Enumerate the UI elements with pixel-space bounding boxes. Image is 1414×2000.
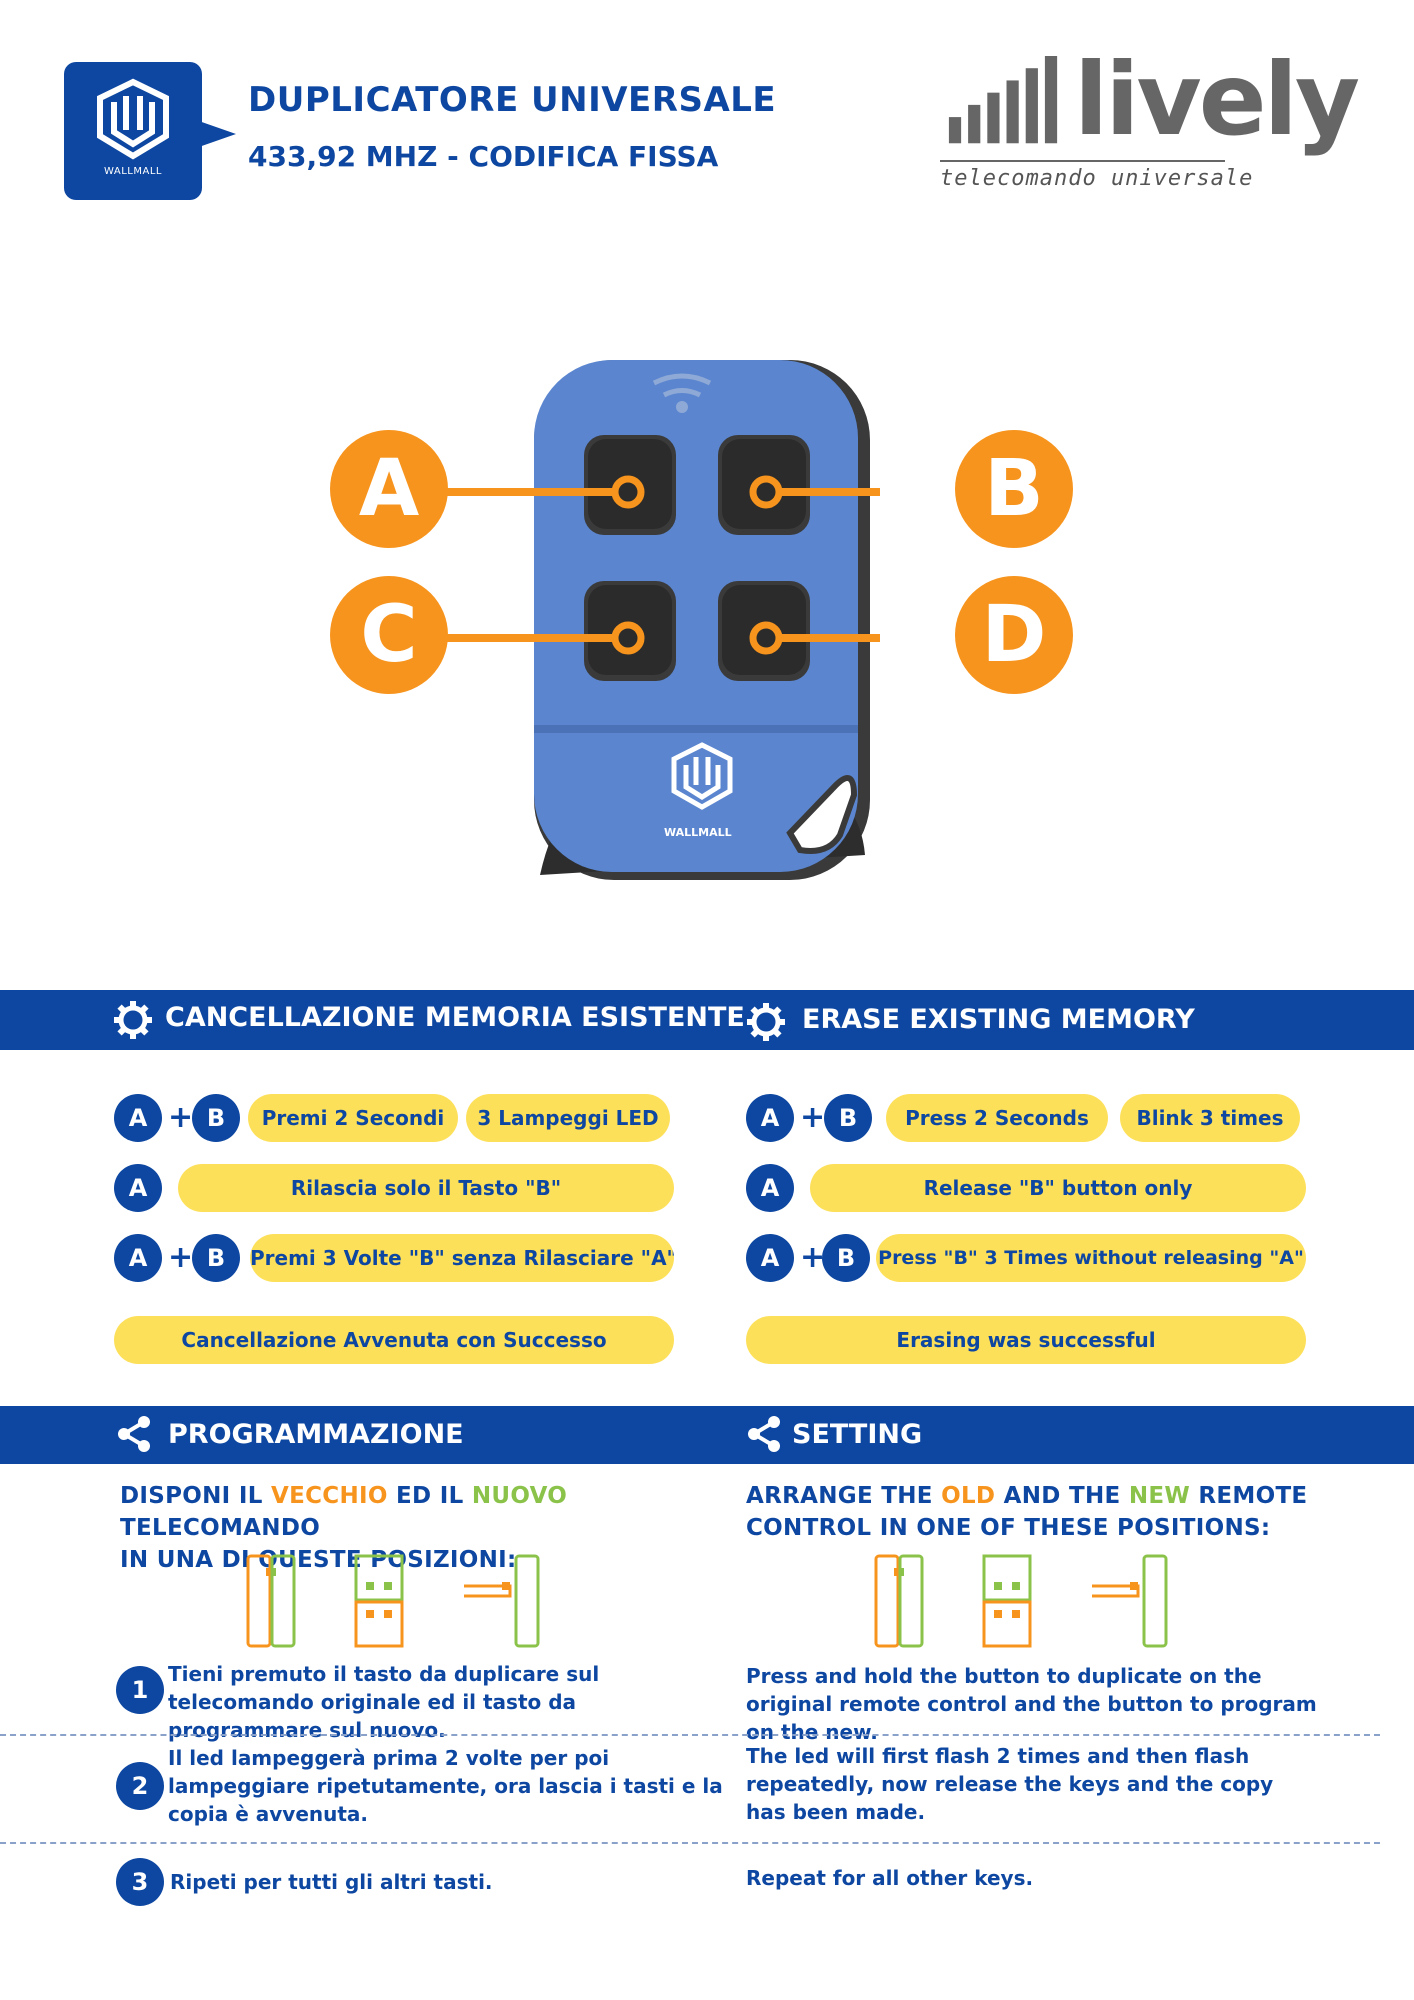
brand-name: WALLMALL bbox=[104, 166, 162, 177]
button-label-a: A bbox=[330, 430, 448, 548]
positions-heading-en: ARRANGE THE OLD AND THE NEW REMOTE CONTR… bbox=[746, 1483, 1308, 1541]
share-icon bbox=[748, 1416, 780, 1452]
instruction-pill: Rilascia solo il Tasto "B" bbox=[178, 1164, 674, 1212]
wallmall-logo: WALLMALL bbox=[64, 62, 202, 200]
key-b: B bbox=[192, 1094, 240, 1142]
step-text-en: Press and hold the button to duplicate o… bbox=[746, 1664, 1317, 1744]
plus-sign: + bbox=[800, 1100, 826, 1135]
programming-title-it: PROGRAMMAZIONE bbox=[168, 1419, 464, 1450]
erase-section-bar bbox=[0, 990, 1414, 1050]
brand-speech-tail bbox=[196, 120, 236, 148]
lively-underline bbox=[940, 160, 1225, 162]
instruction-pill: Release "B" button only bbox=[810, 1164, 1306, 1212]
instruction-pill: Blink 3 times bbox=[1120, 1094, 1300, 1142]
page-subtitle: 433,92 MHZ - CODIFICA FISSA bbox=[248, 140, 719, 173]
key-a: A bbox=[746, 1164, 794, 1212]
key-b: B bbox=[824, 1094, 872, 1142]
lively-logo-word: lively bbox=[1074, 41, 1360, 158]
erase-result-pill: Erasing was successful bbox=[746, 1316, 1306, 1364]
step-number: 2 bbox=[116, 1762, 164, 1810]
instruction-pill: Premi 2 Secondi bbox=[248, 1094, 458, 1142]
instruction-pill: Premi 3 Volte "B" senza Rilasciare "A" bbox=[250, 1234, 674, 1282]
step-text-it: Ripeti per tutti gli altri tasti. bbox=[170, 1870, 493, 1894]
remote-positions-diagram bbox=[246, 1554, 540, 1648]
step-text-en: The led will first flash 2 times and the… bbox=[746, 1744, 1274, 1824]
programming-title-en: SETTING bbox=[792, 1419, 923, 1450]
key-a: A bbox=[114, 1234, 162, 1282]
key-b: B bbox=[822, 1234, 870, 1282]
page-title: DUPLICATORE UNIVERSALE bbox=[248, 80, 777, 120]
erase-title-en: ERASE EXISTING MEMORY bbox=[802, 1004, 1195, 1035]
key-a: A bbox=[746, 1234, 794, 1282]
button-label-c: C bbox=[330, 576, 448, 694]
erase-title-it: CANCELLAZIONE MEMORIA ESISTENTE bbox=[165, 1002, 745, 1033]
plus-sign: + bbox=[168, 1100, 194, 1135]
positions-heading-it: DISPONI IL VECCHIO ED IL NUOVO TELECOMAN… bbox=[120, 1483, 568, 1573]
instruction-pill: Press 2 Seconds bbox=[886, 1094, 1108, 1142]
step-number: 1 bbox=[116, 1666, 164, 1714]
plus-sign: + bbox=[800, 1240, 826, 1275]
remote-control-illustration bbox=[340, 360, 880, 880]
remote-brand-name: WALLMALL bbox=[664, 826, 732, 839]
share-icon bbox=[118, 1416, 150, 1452]
step-text-it: Tieni premuto il tasto da duplicare sul … bbox=[168, 1662, 600, 1742]
instruction-pill: 3 Lampeggi LED bbox=[466, 1094, 670, 1142]
programming-section-bar bbox=[0, 1406, 1414, 1464]
key-a: A bbox=[114, 1164, 162, 1212]
erase-result-pill: Cancellazione Avvenuta con Successo bbox=[114, 1316, 674, 1364]
key-b: B bbox=[192, 1234, 240, 1282]
step-text-en: Repeat for all other keys. bbox=[746, 1866, 1034, 1890]
lively-tagline: telecomando universale bbox=[940, 166, 1254, 191]
instruction-pill: Press "B" 3 Times without releasing "A" bbox=[876, 1234, 1306, 1282]
button-label-d: D bbox=[955, 576, 1073, 694]
gear-icon bbox=[747, 1003, 785, 1041]
gear-icon bbox=[114, 1001, 152, 1039]
key-a: A bbox=[746, 1094, 794, 1142]
key-a: A bbox=[114, 1094, 162, 1142]
step-number: 3 bbox=[116, 1858, 164, 1906]
divider bbox=[0, 1734, 1380, 1736]
step-text-it: Il led lampeggerà prima 2 volte per poi … bbox=[168, 1746, 723, 1826]
button-label-b: B bbox=[955, 430, 1073, 548]
divider bbox=[0, 1842, 1380, 1844]
plus-sign: + bbox=[168, 1240, 194, 1275]
lively-bars-icon bbox=[948, 56, 1058, 144]
wallmall-shield-icon bbox=[97, 78, 169, 160]
remote-positions-diagram bbox=[874, 1554, 1168, 1648]
